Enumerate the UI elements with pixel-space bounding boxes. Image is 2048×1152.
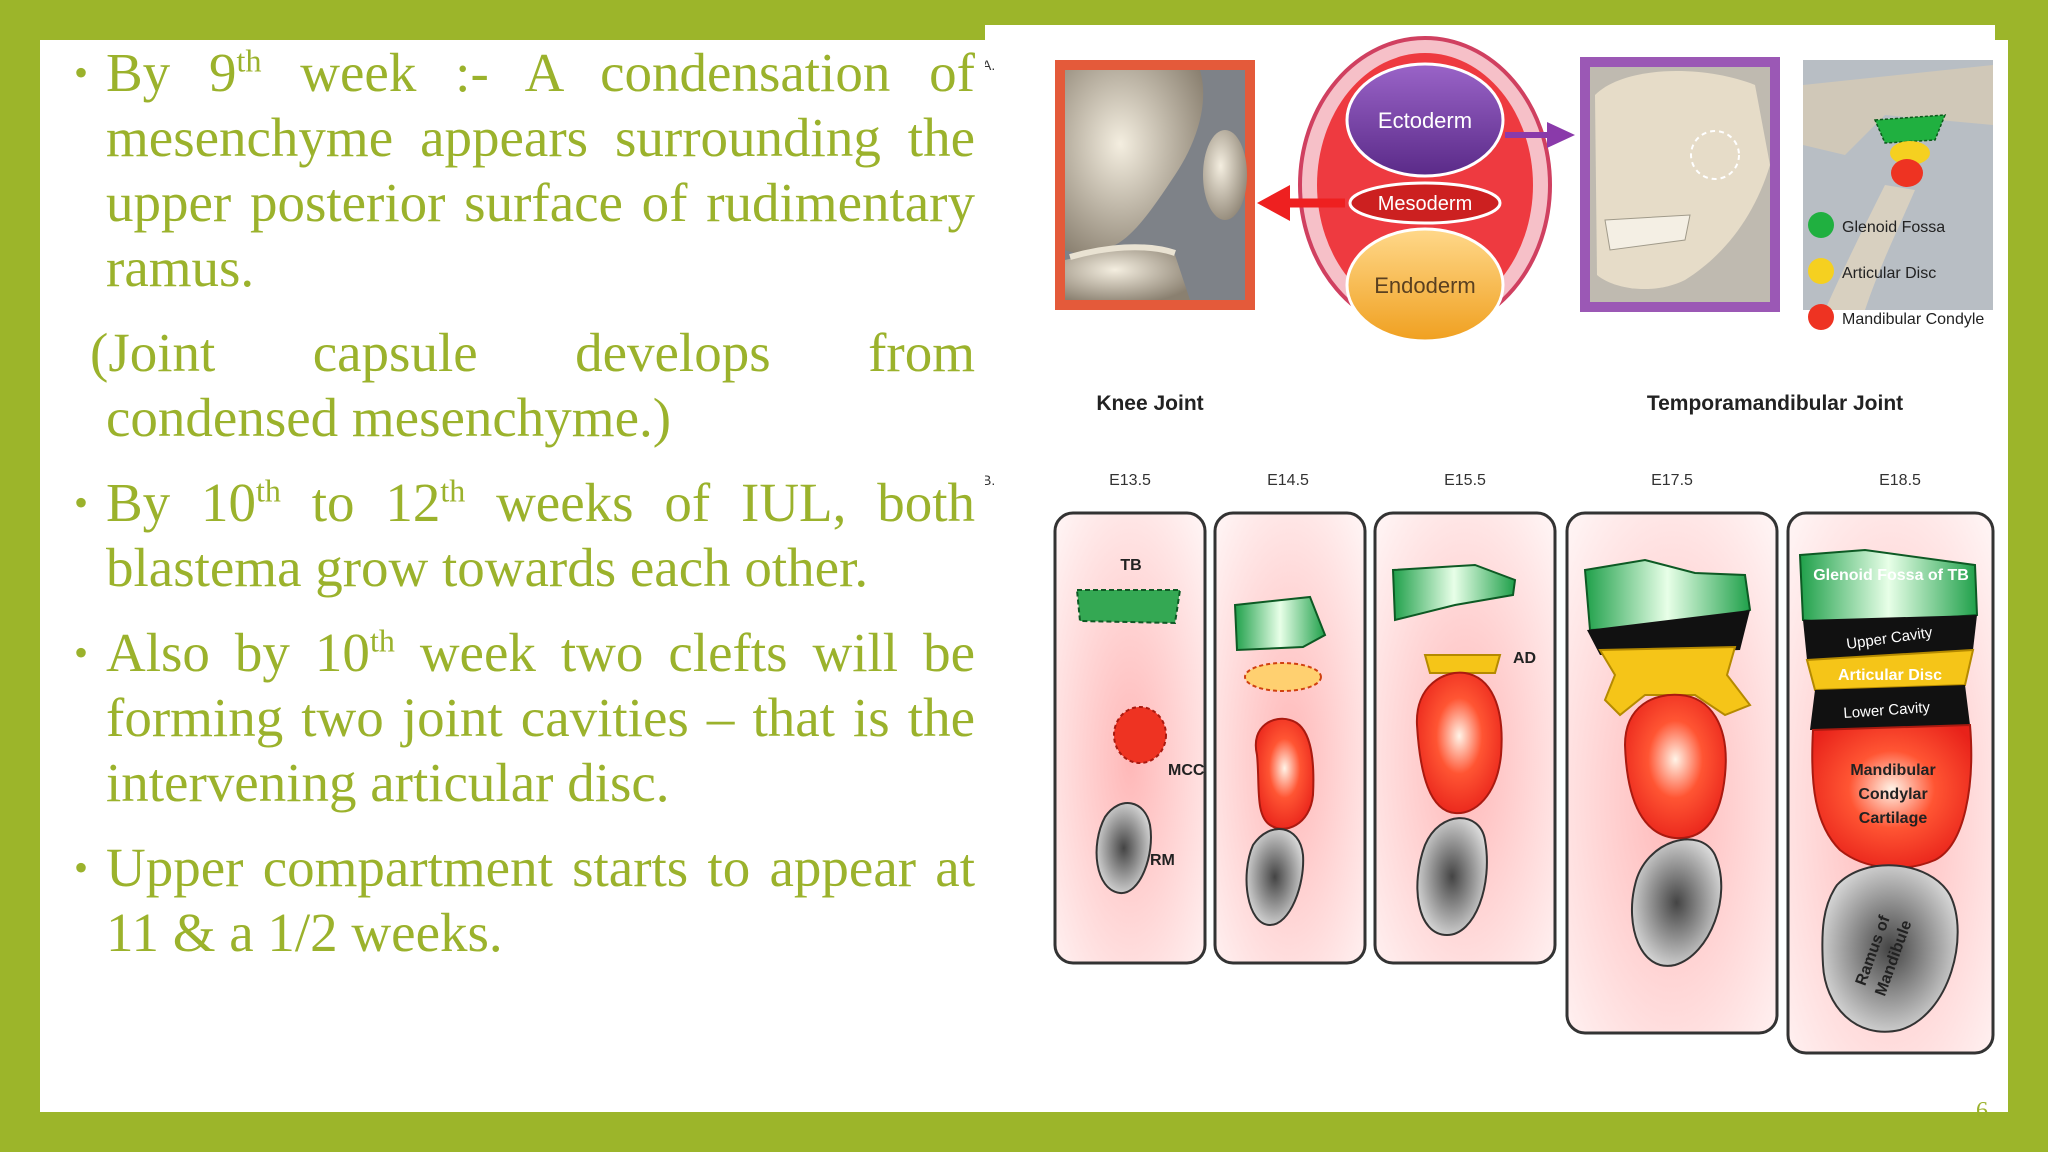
legend-glenoid-marker xyxy=(1808,212,1834,238)
rm-e15-5 xyxy=(1416,817,1488,937)
endoderm-label: Endoderm xyxy=(1374,273,1476,298)
mcc-line-1: Mandibular xyxy=(1850,762,1935,779)
tmj-development-figure: A. Ectoderm Mesoderm Endoderm Glenoid Fo… xyxy=(985,25,1995,1055)
mesoderm-layer xyxy=(1348,181,1502,225)
ad-e14-5 xyxy=(1244,662,1322,692)
legend-condyle-label: Mandibular Condyle xyxy=(1842,311,1984,328)
tb-e15-5 xyxy=(1391,563,1517,622)
lower-cavity-e18-5 xyxy=(1810,685,1970,730)
knee-joint-title: Knee Joint xyxy=(1096,392,1203,415)
tb-blastema xyxy=(1075,589,1182,625)
tb-e18-5 xyxy=(1798,548,1979,627)
panel-a-label: A. xyxy=(985,57,995,73)
ectoderm-label: Ectoderm xyxy=(1378,108,1472,133)
ad-label: AD xyxy=(1513,650,1536,667)
panel-b-label: B. xyxy=(985,472,995,488)
bullet-dot: • xyxy=(74,845,89,890)
mcc-e14-5 xyxy=(1254,717,1315,830)
mcc-line-3: Cartilage xyxy=(1859,810,1928,827)
stage-e17-5: E17.5 xyxy=(1651,472,1693,489)
glenoid-fossa-tb-label: Glenoid Fossa of TB xyxy=(1813,567,1969,584)
upper-cavity-e17-5 xyxy=(1587,610,1750,655)
ad-e17-5 xyxy=(1598,645,1752,717)
femur-shape xyxy=(1065,70,1204,255)
text-column: • By 9th week :- A condensation of mesen… xyxy=(60,40,975,985)
lower-cavity-label: Lower Cavity xyxy=(1843,699,1931,722)
tb-label: TB xyxy=(1120,557,1141,574)
bullet-dot: • xyxy=(74,630,89,675)
tmj-title: Temporamandibular Joint xyxy=(1647,392,1903,415)
mcc-e15-5 xyxy=(1415,671,1503,815)
legend-disc-marker xyxy=(1808,258,1834,284)
articular-disc-label: Articular Disc xyxy=(1838,667,1942,684)
glenoid-fossa-shape xyxy=(1873,114,1947,144)
rm-e17-5 xyxy=(1631,838,1723,967)
patella-shape xyxy=(1203,130,1247,220)
bullet-dot: • xyxy=(74,480,89,525)
bullet-9th-week: • By 9th week :- A condensation of mesen… xyxy=(74,42,975,298)
rm-label: RM xyxy=(1150,852,1175,869)
joint-capsule-note: (Joint capsule develops from condensed m… xyxy=(90,322,975,448)
bullet-10th-week-clefts: • Also by 10th week two clefts will be f… xyxy=(74,622,976,813)
rm-shape xyxy=(1095,802,1152,895)
rm-e14-5 xyxy=(1245,828,1305,927)
bullet-upper-compartment: • Upper compartment starts to appear at … xyxy=(74,837,975,963)
ectoderm-layer xyxy=(1345,62,1505,178)
stage-e18-5: E18.5 xyxy=(1879,472,1921,489)
endoderm-layer xyxy=(1345,227,1505,343)
mcc-line-2: Condylar xyxy=(1858,786,1927,803)
mesoderm-label: Mesoderm xyxy=(1378,193,1472,215)
stage-e15-5: E15.5 xyxy=(1444,472,1486,489)
page-number: 6 xyxy=(1976,1098,1988,1124)
mcc-blastema xyxy=(1113,706,1167,764)
mcc-label: MCC xyxy=(1168,762,1205,779)
ramus-e18-5 xyxy=(1821,864,1959,1033)
legend-glenoid-label: Glenoid Fossa xyxy=(1842,219,1945,236)
bullet-10-12-weeks: • By 10th to 12th weeks of IUL, both bla… xyxy=(74,472,975,598)
mcc-e17-5 xyxy=(1623,693,1727,840)
legend-condyle-marker xyxy=(1808,304,1834,330)
stage-e13-5: E13.5 xyxy=(1109,472,1151,489)
legend-disc-label: Articular Disc xyxy=(1842,265,1936,282)
upper-cavity-e18-5 xyxy=(1803,615,1977,660)
tibia-shape xyxy=(1065,249,1190,300)
bullet-dot: • xyxy=(74,50,89,95)
ad-e15-5 xyxy=(1423,654,1502,674)
stage-e14-5: E14.5 xyxy=(1267,472,1309,489)
tb-e14-5 xyxy=(1233,595,1327,652)
